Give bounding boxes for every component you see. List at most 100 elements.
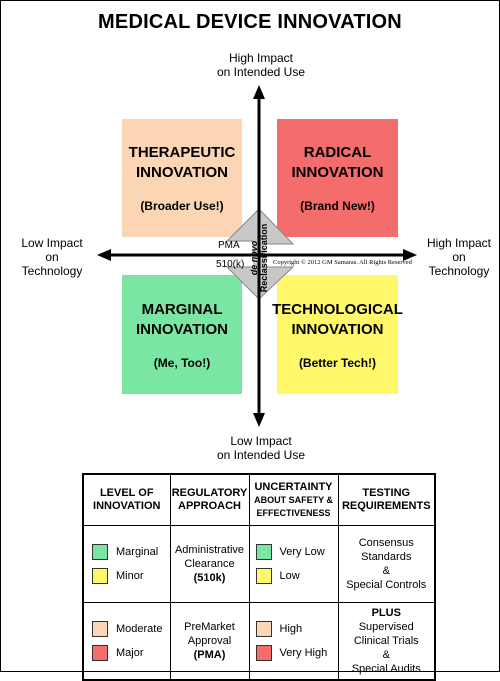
- uncertainty-item-very-low: Very Low: [255, 544, 338, 560]
- copyright-text: Copyright © 2012 GM Samaras. All Rights …: [273, 259, 412, 266]
- row2-level-cell: Moderate Major: [82, 602, 171, 681]
- axis-label-right-line1: High Impact: [426, 236, 492, 250]
- swatch-minor: [92, 568, 108, 584]
- page-title: MEDICAL DEVICE INNOVATION: [98, 11, 402, 33]
- header-level-line2: INNOVATION: [93, 500, 161, 512]
- row1-level-cell: Marginal Minor: [82, 525, 171, 603]
- header-uncertainty-main: UNCERTAINTY: [254, 480, 333, 493]
- row1-testing-line1: Consensus: [358, 537, 414, 549]
- row2-testing-line3: Clinical Trials: [353, 635, 419, 647]
- row1-uncertainty-cell: Very Low Low: [248, 525, 339, 603]
- quadrant-marginal: MARGINAL INNOVATION (Me, Too!): [122, 275, 242, 394]
- swatch-moderate: [92, 621, 108, 637]
- axis-label-top: High Impact on Intended Use: [181, 51, 341, 79]
- reclassification-label: Reclassification: [259, 223, 269, 293]
- level-item-marginal: Marginal: [92, 544, 170, 560]
- header-uncertainty: UNCERTAINTY ABOUT SAFETY & EFFECTIVENESS: [248, 473, 339, 526]
- level-item-minor: Minor: [92, 568, 170, 584]
- pma-label: PMA: [218, 240, 240, 251]
- row2-testing-cell: PLUS Supervised Clinical Trials & Specia…: [337, 602, 436, 681]
- swatch-low: [255, 568, 272, 584]
- row2-uncertainty-cell: High Very High: [248, 602, 339, 681]
- level-item-major: Major: [92, 645, 170, 661]
- quadrant-therapeutic-title-line2: INNOVATION: [136, 164, 228, 181]
- axis-label-left-line3: Technology: [21, 264, 83, 278]
- row2-testing-line5: Special Audits: [351, 663, 421, 675]
- level-label-minor: Minor: [116, 570, 144, 582]
- quadrant-therapeutic-subtitle: (Broader Use!): [140, 199, 224, 213]
- axis-label-bottom-line1: Low Impact: [230, 434, 292, 448]
- level-label-marginal: Marginal: [116, 546, 159, 558]
- row2-regulatory-line1: PreMarket: [184, 621, 235, 633]
- uncertainty-item-high: High: [255, 621, 338, 637]
- swatch-high: [255, 621, 272, 637]
- header-regulatory-approach: REGULATORY APPROACH: [169, 473, 250, 526]
- row1-regulatory-cell: Administrative Clearance (510k): [169, 525, 250, 603]
- row1-testing-line2: Standards: [361, 551, 412, 563]
- axis-label-left-line2: on: [45, 250, 59, 264]
- quadrant-marginal-title-line1: MARGINAL: [141, 300, 223, 318]
- header-regulatory-line2: APPROACH: [178, 500, 241, 512]
- quadrant-radical-subtitle: (Brand New!): [300, 199, 375, 213]
- axis-label-top-line2: on Intended Use: [216, 65, 306, 79]
- axis-label-left-line1: Low Impact: [21, 236, 83, 250]
- level-label-moderate: Moderate: [116, 623, 163, 635]
- uncertainty-label-low: Low: [279, 570, 300, 582]
- axis-label-right-line2: on: [452, 250, 466, 264]
- row1-testing-line3: &: [382, 565, 390, 577]
- vertical-axis-arrow-down: [253, 413, 265, 427]
- row2-testing-plus: PLUS: [371, 607, 401, 619]
- swatch-major: [92, 645, 108, 661]
- header-testing-requirements: TESTING REQUIREMENTS: [337, 473, 436, 526]
- uncertainty-label-high: High: [279, 623, 303, 635]
- level-item-moderate: Moderate: [92, 621, 170, 637]
- quadrant-radical: RADICAL INNOVATION (Brand New!): [277, 119, 398, 237]
- row2-regulatory-cell: PreMarket Approval (PMA): [169, 602, 250, 681]
- row2-regulatory-line2: Approval: [187, 635, 232, 647]
- level-label-major: Major: [116, 647, 144, 659]
- axes-graphic: [97, 85, 417, 427]
- row2-regulatory-line3: (PMA): [193, 649, 226, 661]
- axis-label-bottom: Low Impact on Intended Use: [181, 434, 341, 462]
- requirements-table: LEVEL OF INNOVATION REGULATORY APPROACH …: [82, 473, 436, 681]
- axis-label-right: High Impact on Technology: [417, 236, 500, 278]
- quadrant-technological-title-line2: INNOVATION: [291, 320, 384, 338]
- quadrant-technological-title-line1: TECHNOLOGICAL: [272, 300, 403, 318]
- quadrant-therapeutic: THERAPEUTIC INNOVATION (Broader Use!): [122, 119, 242, 237]
- header-testing-line2: REQUIREMENTS: [341, 500, 431, 512]
- axis-label-left: Low Impact on Technology: [7, 236, 97, 278]
- de-novo-reclassification-label: de novo Reclassification: [249, 224, 269, 293]
- header-testing-line1: TESTING: [362, 487, 411, 499]
- quadrant-technological-subtitle: (Better Tech!): [298, 355, 377, 370]
- row1-regulatory-line3: (510k): [193, 572, 226, 584]
- quadrant-marginal-title-line2: INNOVATION: [136, 320, 228, 338]
- table-row: Moderate Major PreMarket Approval (PMA) …: [82, 602, 436, 681]
- row1-regulatory-line2: Clearance: [184, 558, 235, 570]
- uncertainty-item-low: Low: [255, 568, 338, 584]
- header-level-of-innovation: LEVEL OF INNOVATION: [82, 473, 171, 526]
- row2-testing-line2: Supervised: [358, 621, 414, 633]
- quadrant-radical-title-line1: RADICAL: [303, 144, 372, 161]
- header-regulatory-line1: REGULATORY: [171, 487, 248, 499]
- header-uncertainty-sub-line2: EFFECTIVENESS: [256, 507, 331, 518]
- uncertainty-item-very-high: Very High: [255, 645, 338, 661]
- horizontal-axis-arrow-left: [97, 249, 111, 261]
- row1-regulatory-line1: Administrative: [174, 544, 245, 556]
- swatch-very-low: [255, 544, 272, 560]
- axis-label-right-line3: Technology: [428, 264, 490, 278]
- uncertainty-label-very-low: Very Low: [279, 546, 325, 558]
- quadrant-marginal-subtitle: (Me, Too!): [153, 355, 211, 370]
- table-row: Marginal Minor Administrative Clearance …: [82, 525, 436, 603]
- axis-label-top-line1: High Impact: [228, 51, 294, 65]
- quadrant-technological: TECHNOLOGICAL INNOVATION (Better Tech!): [272, 275, 403, 394]
- uncertainty-label-very-high: Very High: [279, 647, 328, 659]
- de-novo-label: de novo: [249, 240, 259, 276]
- quadrant-radical-title-line2: INNOVATION: [291, 164, 384, 181]
- vertical-axis-arrow-up: [253, 85, 265, 99]
- row1-testing-cell: Consensus Standards & Special Controls: [337, 525, 436, 603]
- swatch-marginal: [92, 544, 108, 560]
- row1-testing-line4: Special Controls: [346, 579, 427, 591]
- 510k-label: 510(k): [216, 259, 245, 270]
- row2-testing-line4: &: [382, 649, 390, 661]
